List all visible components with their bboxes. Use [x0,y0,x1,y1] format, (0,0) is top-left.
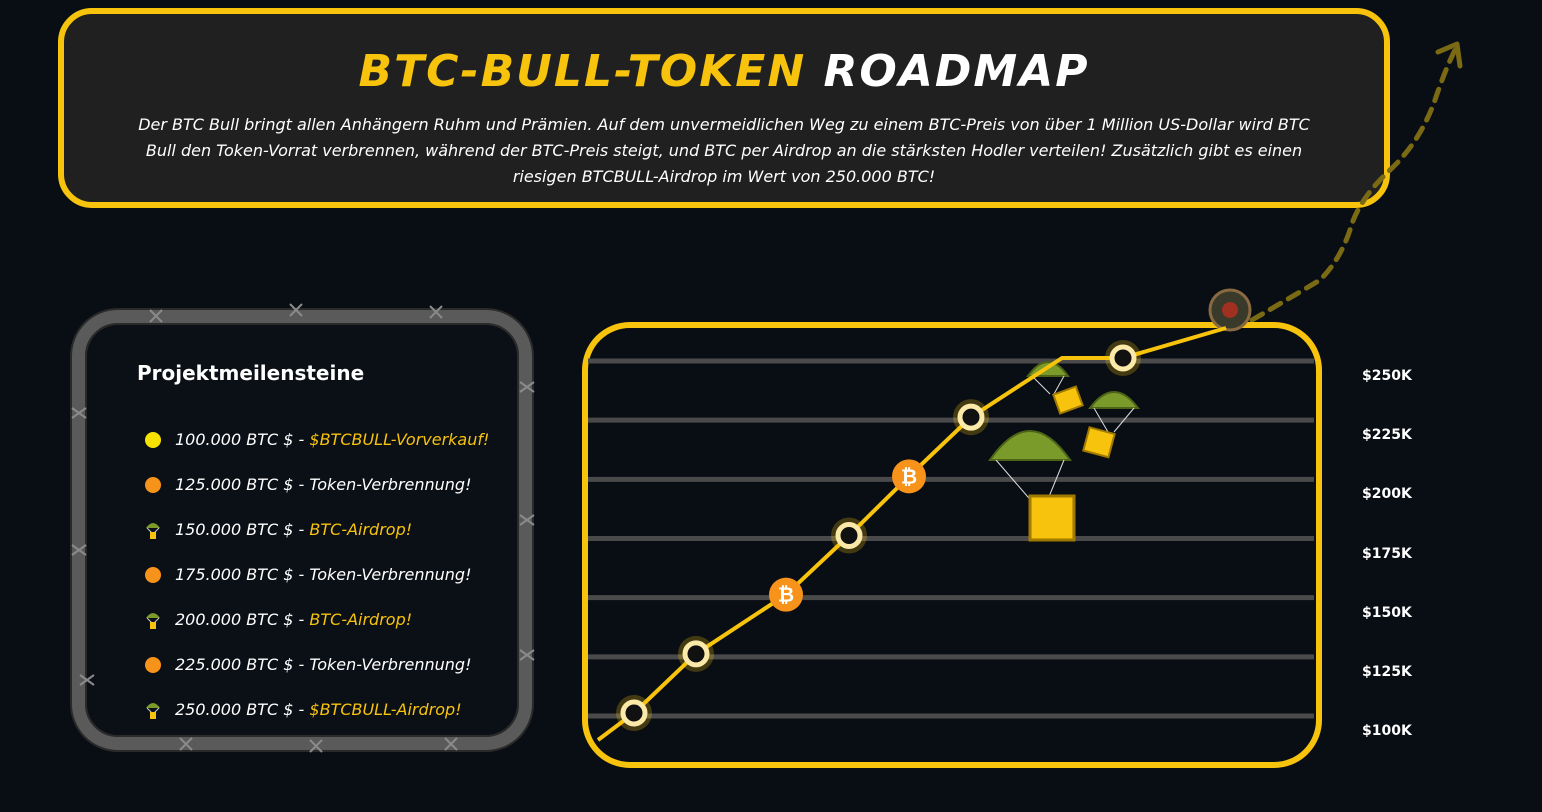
milestone-separator: - [293,430,310,449]
milestone-list: 100.000 BTC $ - $BTCBULL-Vorverkauf!125.… [145,417,489,732]
milestone-item: 150.000 BTC $ - BTC-Airdrop! [145,507,489,552]
parachute-icon [1082,391,1141,459]
milestone-price: 125.000 BTC $ [175,475,294,494]
title-brand: BTC-BULL-TOKEN [358,46,807,97]
y-tick-label: $225K [1362,427,1412,444]
svg-text:₿: ₿ [901,464,917,488]
milestones-title: Projektmeilensteine [137,361,365,385]
milestone-item: 125.000 BTC $ - Token-Verbrennung! [145,462,489,507]
milestone-item: 225.000 BTC $ - Token-Verbrennung! [145,642,489,687]
header-description: Der BTC Bull bringt allen Anhängern Ruhm… [138,115,1310,186]
bitcoin-marker: ₿ [892,459,926,494]
y-tick-label: $150K [1362,604,1412,621]
yellow-dot-icon [145,431,161,448]
parachute-icon [988,430,1076,542]
milestone-marker [678,635,714,672]
milestone-price: 100.000 BTC $ [175,430,294,449]
bull-mascot-icon [1208,288,1252,332]
milestone-price: 200.000 BTC $ [175,610,294,629]
page-title: BTC-BULL-TOKEN ROADMAP [64,44,1384,100]
chart-card [582,322,1322,768]
y-tick-label: $100K [1362,723,1412,739]
milestones-card: Projektmeilensteine 100.000 BTC $ - $BTC… [72,310,532,750]
milestone-item: 100.000 BTC $ - $BTCBULL-Vorverkauf! [145,417,489,462]
svg-text:₿: ₿ [778,583,794,607]
milestone-marker [953,399,989,436]
orange-dot-icon [145,476,161,493]
milestone-label: Token-Verbrennung! [309,565,472,584]
milestone-marker [1105,340,1141,376]
milestone-label: $BTCBULL-Airdrop! [309,700,462,719]
milestone-label: Token-Verbrennung! [309,475,472,494]
title-roadmap: ROADMAP [823,46,1090,97]
parachute-icon [1026,361,1084,415]
milestone-label: $BTCBULL-Vorverkauf! [309,430,490,449]
y-tick-label: $200K [1362,486,1412,503]
milestone-item: 250.000 BTC $ - $BTCBULL-Airdrop! [145,687,489,732]
y-tick-label: $250K [1362,368,1412,384]
orange-dot-icon [145,566,161,583]
milestone-price: 150.000 BTC $ [175,520,294,539]
milestone-marker [616,695,652,731]
milestone-item: 200.000 BTC $ - BTC-Airdrop! [145,597,489,642]
milestone-separator: - [293,565,310,584]
milestone-separator: - [293,475,310,494]
dashed-arrow-icon [1249,41,1463,323]
milestone-label: BTC-Airdrop! [309,520,413,539]
milestone-price: 225.000 BTC $ [175,655,294,674]
bitcoin-marker: ₿ [769,577,803,612]
milestone-separator: - [293,610,310,629]
y-tick-label: $125K [1362,663,1412,680]
milestone-separator: - [293,700,310,719]
milestone-price: 175.000 BTC $ [175,565,294,584]
milestone-marker [831,517,867,554]
header-card: BTC-BULL-TOKEN ROADMAP Der BTC Bull brin… [58,8,1390,208]
milestone-separator: - [293,655,310,674]
y-tick-label: $175K [1362,545,1412,562]
milestone-item: 175.000 BTC $ - Token-Verbrennung! [145,552,489,597]
parachute-icon [145,612,161,629]
milestone-label: Token-Verbrennung! [309,655,472,674]
orange-dot-icon [145,656,161,673]
milestone-label: BTC-Airdrop! [309,610,413,629]
parachute-icon [145,522,161,539]
parachute-icon [145,702,161,719]
milestone-price: 250.000 BTC $ [175,700,294,719]
milestone-separator: - [293,520,310,539]
